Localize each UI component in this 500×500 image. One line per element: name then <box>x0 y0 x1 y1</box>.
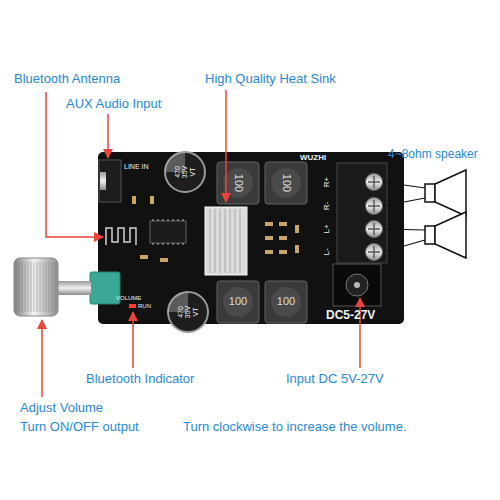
callout-label: Bluetooth Antenna <box>14 72 120 86</box>
terminal-pin-name: R+ <box>323 177 331 187</box>
audio-jack <box>99 160 121 202</box>
callout-label: 4~8ohm speaker <box>388 148 478 161</box>
inductor <box>265 162 307 204</box>
dc-jack-pin <box>354 282 360 288</box>
capacitor-marking: 470 35V VT <box>174 162 196 182</box>
inductor <box>217 162 259 204</box>
terminal-pin-name: R- <box>323 202 331 210</box>
callout-label: Bluetooth Indicator <box>86 372 194 386</box>
inductor <box>265 281 307 323</box>
capacitor-marking: 470 35V VT <box>177 302 199 322</box>
dc-jack <box>333 264 381 306</box>
silkscreen-text: LINE IN <box>124 163 149 170</box>
brand-text: WUZHI <box>300 154 326 162</box>
heat-sink <box>205 207 247 275</box>
knob-knurling <box>16 262 56 312</box>
leader-indicator <box>132 312 134 368</box>
silkscreen-text: RUN <box>138 303 151 309</box>
inductor-value: 100 <box>229 296 247 308</box>
leader-aux <box>107 114 109 158</box>
bluetooth-chip <box>150 221 186 243</box>
note-text: Turn clockwise to increase the volume. <box>183 420 407 434</box>
potentiometer <box>90 272 120 304</box>
capacitor <box>165 152 205 192</box>
leader-heat-sink <box>225 90 227 202</box>
heat-sink-fins <box>210 209 240 273</box>
silkscreen-text: VOLUME <box>116 295 141 301</box>
antenna-trace <box>106 228 136 245</box>
audio-jack-ring <box>100 172 106 190</box>
inductor-value: 100 <box>232 174 244 192</box>
terminal-screws <box>366 174 383 261</box>
volume-knob <box>14 258 58 316</box>
capacitor <box>168 292 208 332</box>
leader-volume <box>41 320 43 397</box>
inductor-value: 100 <box>277 296 295 308</box>
inductor-value: 100 <box>280 174 292 192</box>
inductor <box>217 281 259 323</box>
screw-terminal <box>337 163 387 263</box>
silkscreen-text: DC5-27V <box>326 309 375 322</box>
callout-label: Turn ON/OFF output <box>20 420 139 434</box>
callout-label: AUX Audio Input <box>66 97 161 111</box>
inductor-core <box>223 168 253 198</box>
pcb <box>98 152 404 324</box>
callout-label: High Quality Heat Sink <box>205 72 336 86</box>
dc-jack-socket <box>346 274 368 296</box>
pcb-board <box>90 152 404 332</box>
knob-shaft <box>55 281 91 295</box>
leader-antenna <box>46 92 103 237</box>
speaker-wires <box>383 182 425 252</box>
terminal-pin-name: L+ <box>323 224 331 233</box>
leader-lines <box>42 90 360 397</box>
chip-pins <box>153 219 183 245</box>
callout-label: Input DC 5V-27V <box>286 372 384 386</box>
inductor-core <box>223 287 253 317</box>
smd-components <box>132 196 299 262</box>
speaker-symbols <box>425 170 466 258</box>
terminal-pin-name: L- <box>323 248 331 255</box>
indicator-led <box>129 304 136 308</box>
inductor-core <box>271 168 301 198</box>
inductor-core <box>271 287 301 317</box>
callout-label: Adjust Volume <box>20 401 103 415</box>
